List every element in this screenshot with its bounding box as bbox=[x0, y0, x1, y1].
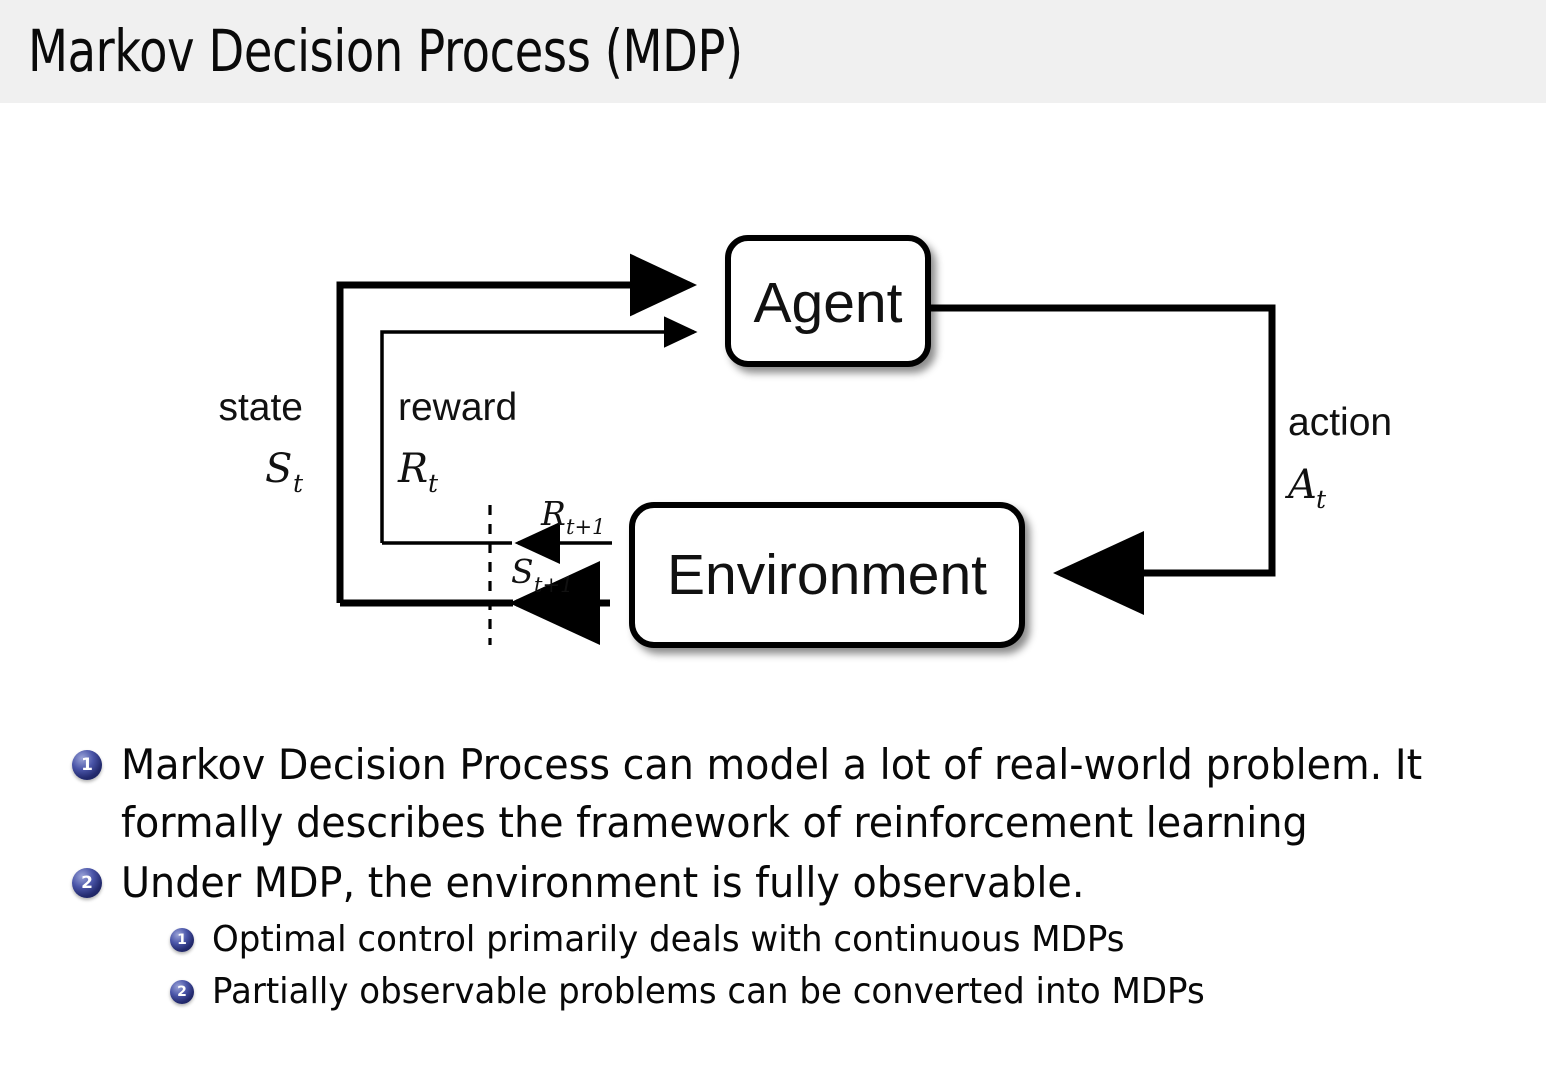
reward-label-symbol: R bbox=[397, 446, 428, 492]
sub-list-item: 1 Optimal control primarily deals with c… bbox=[170, 914, 1546, 966]
list-item-line: Markov Decision Process can model a lot … bbox=[121, 740, 1423, 789]
environment-node-label: Environment bbox=[667, 543, 987, 607]
bullet-list: 1 Markov Decision Process can model a lo… bbox=[0, 736, 1546, 1018]
bullet-number-badge: 2 bbox=[170, 980, 194, 1004]
reward-next-symbol: R bbox=[540, 494, 566, 533]
reward-label-group: reward R t bbox=[397, 386, 517, 498]
mdp-interaction-diagram: Agent Environment state S t reward R t a… bbox=[0, 110, 1546, 700]
list-item-text: Under MDP, the environment is fully obse… bbox=[121, 854, 1463, 912]
agent-node: Agent bbox=[725, 235, 931, 367]
state-label-group: state S t bbox=[218, 386, 304, 498]
action-label-symbol: A bbox=[1284, 462, 1317, 508]
sub-list-item-text: Partially observable problems can be con… bbox=[212, 971, 1205, 1012]
state-label-symbol: S bbox=[265, 446, 292, 492]
reward-label-word: reward bbox=[398, 386, 517, 429]
state-next-label-group: S t+1 bbox=[511, 552, 573, 597]
state-next-symbol: S bbox=[511, 552, 534, 591]
reward-next-label-group: R t+1 bbox=[540, 494, 605, 539]
action-label-subscript: t bbox=[1316, 485, 1327, 514]
action-path bbox=[930, 304, 1276, 615]
state-next-subscript: t+1 bbox=[534, 573, 573, 597]
bullet-number-badge: 2 bbox=[72, 868, 102, 898]
list-item-line: formally describes the framework of rein… bbox=[121, 798, 1308, 847]
environment-node: Environment bbox=[629, 502, 1025, 648]
list-item-line: Under MDP, the environment is fully obse… bbox=[121, 858, 1085, 907]
reward-next-subscript: t+1 bbox=[566, 515, 605, 539]
list-item: 1 Markov Decision Process can model a lo… bbox=[72, 736, 1546, 852]
bullet-number-badge: 1 bbox=[72, 750, 102, 780]
state-label-subscript: t bbox=[293, 469, 304, 498]
sub-list-item: 2 Partially observable problems can be c… bbox=[170, 966, 1546, 1018]
agent-node-label: Agent bbox=[754, 271, 903, 335]
state-label-word: state bbox=[218, 386, 303, 429]
action-label-word: action bbox=[1288, 401, 1392, 444]
list-item-text: Markov Decision Process can model a lot … bbox=[121, 736, 1463, 852]
action-label-group: action A t bbox=[1284, 401, 1392, 514]
page-title: Markov Decision Process (MDP) bbox=[28, 17, 743, 85]
bullet-number-badge: 1 bbox=[170, 928, 194, 952]
sub-list-item-text: Optimal control primarily deals with con… bbox=[212, 919, 1125, 960]
state-feedback-path bbox=[336, 253, 697, 645]
slide-header-bar: Markov Decision Process (MDP) bbox=[0, 0, 1546, 103]
list-item: 2 Under MDP, the environment is fully ob… bbox=[72, 854, 1546, 912]
reward-label-subscript: t bbox=[428, 469, 439, 498]
